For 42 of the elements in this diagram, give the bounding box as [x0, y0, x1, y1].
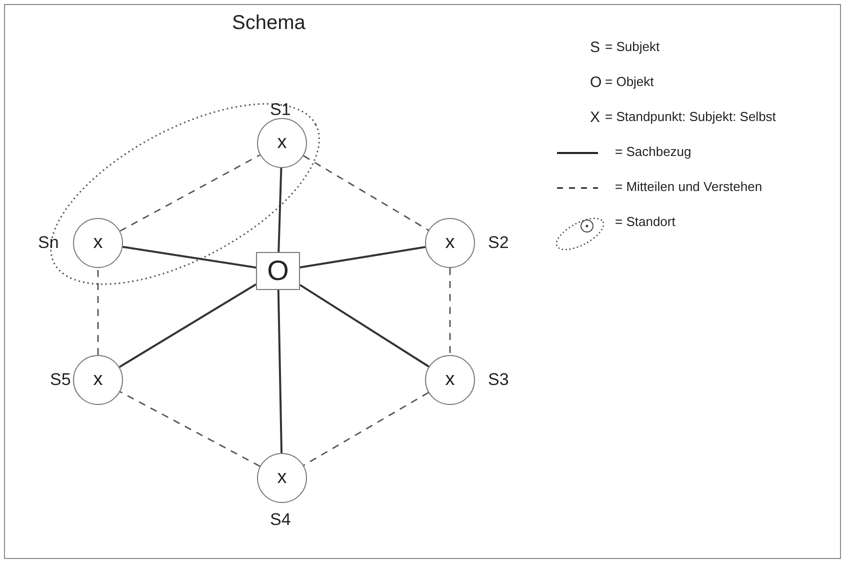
legend-key: S [590, 39, 600, 56]
dashed-connector [303, 155, 429, 231]
legend-text: = Standort [615, 214, 676, 229]
diagram-title: Schema [232, 12, 306, 35]
subject-label: Sn [38, 233, 59, 253]
legend-text: = Mitteilen und Verstehen [615, 179, 762, 194]
viewpoint-symbol: x [93, 369, 103, 391]
subject-label: S2 [488, 233, 509, 253]
legend-text: = Standpunkt: Subjekt: Selbst [605, 109, 776, 124]
subject-circle [73, 355, 123, 405]
subject-circle [257, 453, 307, 503]
solid-connector [118, 283, 257, 368]
dashed-connector [120, 154, 260, 232]
solid-connector [299, 284, 430, 368]
subject-label: S1 [270, 100, 291, 120]
viewpoint-symbol: x [445, 369, 455, 391]
viewpoint-symbol: x [277, 132, 287, 154]
legend-key: X [590, 109, 600, 126]
solid-connector [277, 290, 283, 454]
solid-connector [122, 246, 256, 269]
dashed-connector [303, 392, 429, 466]
viewpoint-symbol: x [445, 232, 455, 254]
dashed-connector [97, 268, 99, 355]
dashed-connector [120, 391, 260, 467]
legend-text: = Sachbezug [615, 144, 692, 159]
dashed-connector [449, 268, 451, 355]
subject-circle [425, 355, 475, 405]
legend-key: O [590, 74, 602, 91]
subject-label: S3 [488, 370, 509, 390]
subject-label: S4 [270, 510, 291, 530]
subject-circle [73, 218, 123, 268]
viewpoint-symbol: x [93, 232, 103, 254]
legend-text: = Subjekt [605, 39, 660, 54]
subject-circle [425, 218, 475, 268]
subject-label: S5 [50, 370, 71, 390]
legend-text: = Objekt [605, 74, 654, 89]
object-box [256, 252, 300, 290]
solid-connector [278, 168, 282, 252]
subject-circle [257, 118, 307, 168]
viewpoint-symbol: x [277, 467, 287, 489]
object-symbol: O [267, 255, 289, 287]
solid-connector [300, 246, 426, 268]
